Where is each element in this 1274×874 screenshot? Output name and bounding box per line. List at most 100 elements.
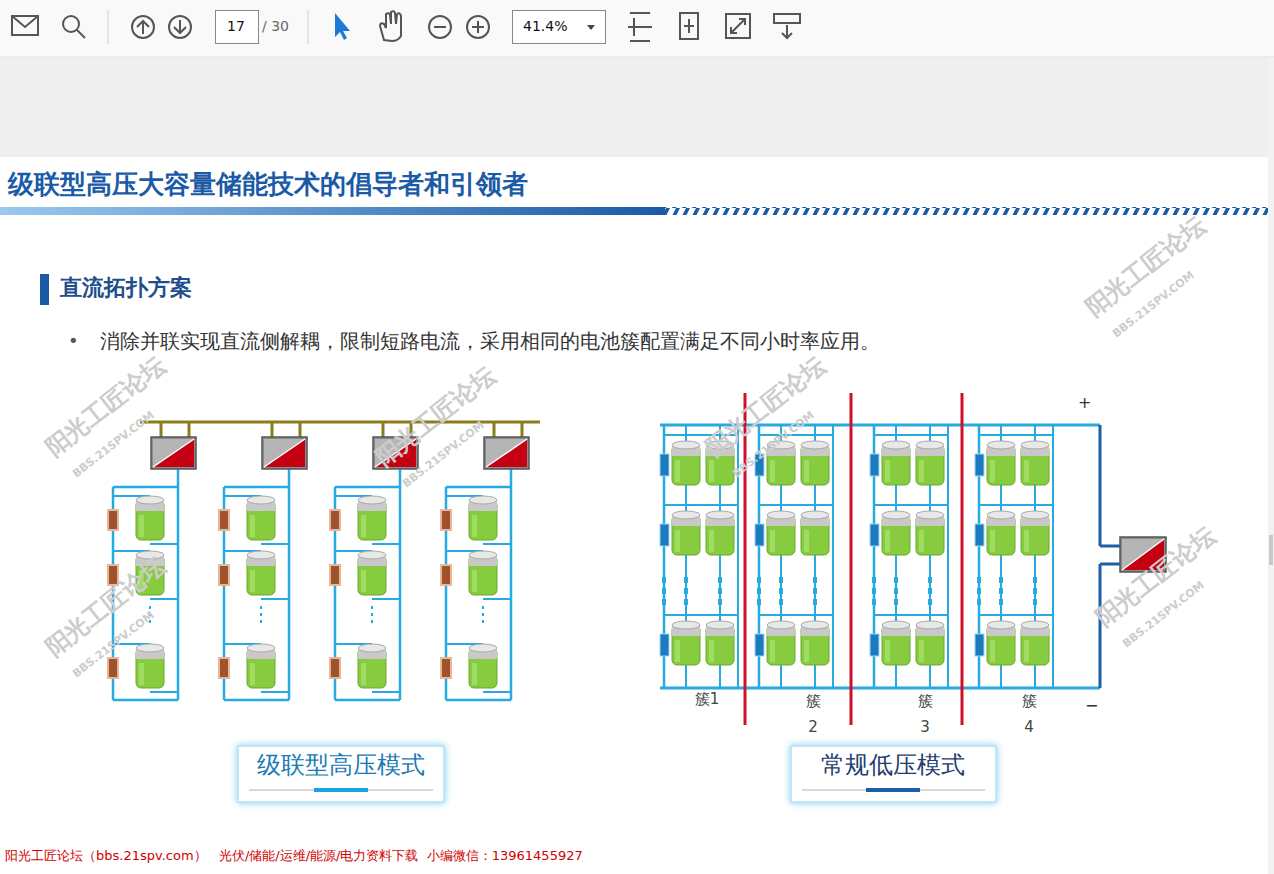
cluster-rail xyxy=(832,425,834,688)
continuation-dot xyxy=(662,577,666,583)
search-handle xyxy=(77,30,85,38)
continuation-dot xyxy=(872,588,876,594)
module-wire xyxy=(979,614,1053,616)
section-marker xyxy=(40,274,49,305)
battery-cell xyxy=(916,515,944,555)
battery-highlight xyxy=(885,640,890,662)
cluster-rail xyxy=(446,486,511,489)
resistor-symbol xyxy=(441,510,451,530)
dc-bus-lead xyxy=(1100,563,1120,566)
continuation-dot xyxy=(977,577,981,583)
battery-highlight xyxy=(1024,460,1029,482)
battery-highlight xyxy=(804,640,809,662)
battery-cell xyxy=(136,500,164,540)
continuation-dot xyxy=(662,599,666,605)
battery-highlight xyxy=(472,570,477,592)
continuation-dot xyxy=(1033,588,1037,594)
cluster-label: 簇 2 xyxy=(803,688,823,741)
battery-top xyxy=(247,644,275,652)
battery-highlight xyxy=(675,530,680,552)
module-wire xyxy=(759,504,833,506)
continuation-dot xyxy=(894,588,898,594)
battery-cell xyxy=(882,515,910,555)
fuse-symbol xyxy=(660,524,669,546)
prev-arrow-stem xyxy=(142,21,144,34)
cluster-rail xyxy=(335,699,400,702)
positive-terminal: + xyxy=(1078,393,1091,412)
cluster-rail xyxy=(177,469,180,700)
continuation-dot xyxy=(371,613,373,616)
continuation-dot xyxy=(928,599,932,605)
battery-cell xyxy=(916,625,944,665)
battery-highlight xyxy=(919,640,924,662)
pcs-ac-side xyxy=(153,439,194,467)
dc-bus-lead xyxy=(1100,545,1120,548)
fit-page-icon xyxy=(680,13,698,39)
module-wire xyxy=(261,543,289,545)
battery-top xyxy=(358,496,386,504)
scroll-thumb xyxy=(1269,535,1273,565)
battery-top xyxy=(801,441,829,449)
pcs-dc-side xyxy=(264,439,305,467)
module-wire xyxy=(483,691,511,693)
module-wire xyxy=(759,614,833,616)
battery-cell xyxy=(469,500,497,540)
battery-highlight xyxy=(770,530,775,552)
continuation-dot xyxy=(482,620,484,623)
module-wire xyxy=(372,598,400,600)
toolbar-separator xyxy=(108,10,109,44)
cluster-rail xyxy=(288,469,291,700)
continuation-dot xyxy=(1033,599,1037,605)
fuse-symbol xyxy=(975,634,984,656)
fuse-symbol xyxy=(755,524,764,546)
title-stripe xyxy=(0,207,665,215)
battery-cell xyxy=(706,515,734,555)
cluster-rail xyxy=(510,469,513,700)
zoom-in-icon xyxy=(467,16,489,38)
continuation-dot xyxy=(684,588,688,594)
battery-highlight xyxy=(709,530,714,552)
continuation-dot xyxy=(371,620,373,623)
battery-cell xyxy=(1021,625,1049,665)
ac-stub xyxy=(493,422,496,437)
battery-highlight xyxy=(139,515,144,537)
cluster-rail xyxy=(947,425,949,688)
fuse-symbol xyxy=(975,454,984,476)
page-count: / 30 xyxy=(262,18,289,35)
pcs-converter xyxy=(484,437,529,469)
cluster-rail xyxy=(224,699,289,702)
continuation-dot xyxy=(779,577,783,583)
page-number-input xyxy=(216,11,259,44)
module-wire xyxy=(664,614,738,616)
ac-stub xyxy=(299,422,302,437)
module-wire xyxy=(664,504,738,506)
caption-box: 常规低压模式 xyxy=(790,745,997,803)
module-wire xyxy=(979,504,1053,506)
continuation-dot xyxy=(894,577,898,583)
battery-top xyxy=(987,511,1015,519)
battery-top xyxy=(767,621,795,629)
resistor-symbol xyxy=(330,658,340,678)
zoom-in-plus xyxy=(477,21,479,33)
battery-highlight xyxy=(361,570,366,592)
battery-top xyxy=(136,496,164,504)
battery-top xyxy=(767,511,795,519)
module-wire xyxy=(979,434,1053,436)
continuation-dot xyxy=(1033,577,1037,583)
continuation-dot xyxy=(872,577,876,583)
pcs-dc-side xyxy=(486,439,527,467)
resistor-symbol xyxy=(330,510,340,530)
module-wire xyxy=(874,614,948,616)
resistor-symbol xyxy=(441,658,451,678)
continuation-dot xyxy=(757,588,761,594)
battery-top xyxy=(882,441,910,449)
caption-underline xyxy=(249,789,433,791)
continuation-dot xyxy=(977,588,981,594)
cluster-rail xyxy=(399,469,402,700)
battery-highlight xyxy=(1024,530,1029,552)
battery-top xyxy=(706,511,734,519)
next-page-icon xyxy=(169,16,191,38)
battery-cell xyxy=(882,625,910,665)
cluster-rail xyxy=(113,699,178,702)
pcs-diagonal xyxy=(264,439,305,467)
